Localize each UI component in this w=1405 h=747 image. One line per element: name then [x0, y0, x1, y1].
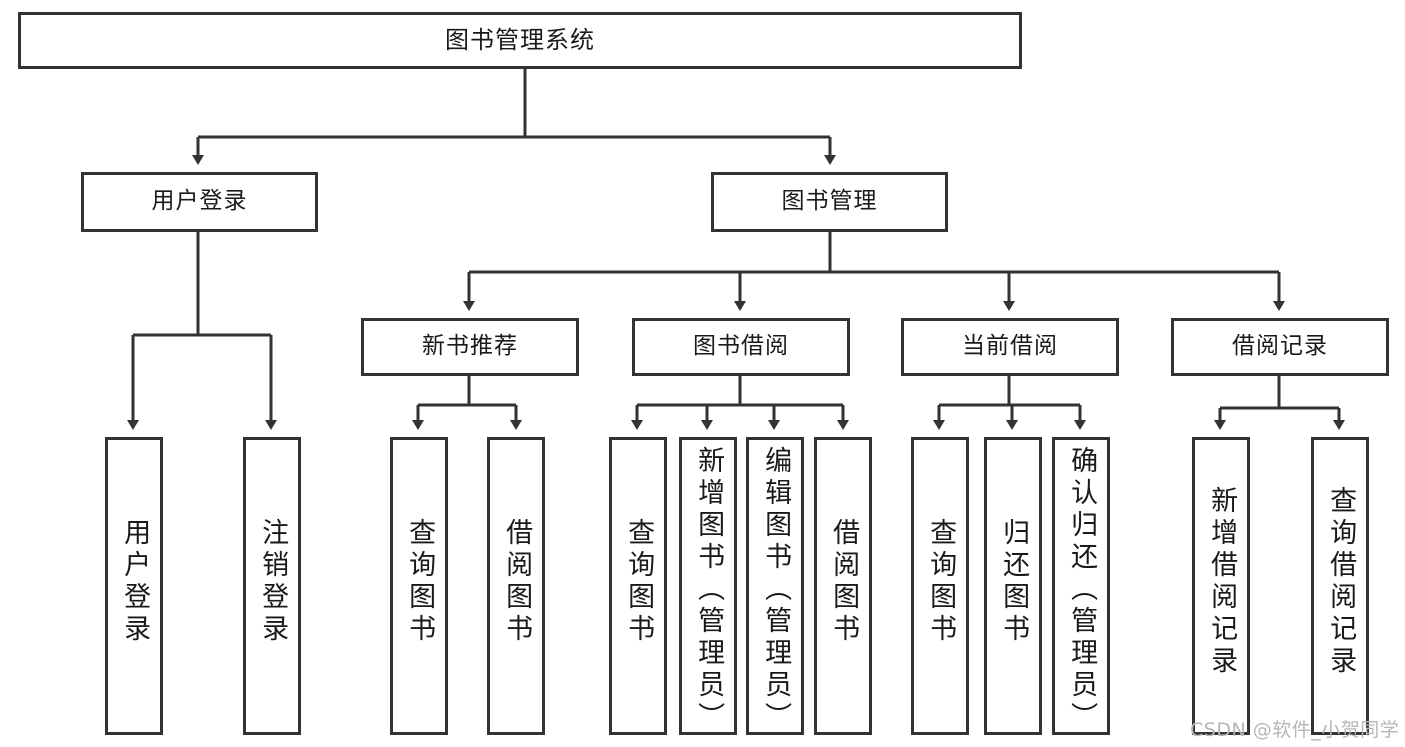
node-leaf-add-book[interactable]: 新增图书（管理员） — [679, 437, 737, 735]
node-label: 查询借阅记录 — [1325, 486, 1357, 678]
node-root-system[interactable]: 图书管理系统 — [18, 12, 1022, 69]
node-leaf-return-book[interactable]: 归还图书 — [984, 437, 1042, 735]
node-label: 归还图书 — [998, 518, 1030, 646]
edge-group-root — [192, 69, 836, 165]
node-label: 图书管理 — [781, 188, 878, 215]
node-leaf-borrow-book-recommend[interactable]: 借阅图书 — [487, 437, 545, 735]
watermark-text: CSDN @软件_小贺同学 — [1190, 719, 1400, 741]
node-label: 借阅图书 — [501, 518, 533, 646]
node-label: 当前借阅 — [962, 333, 1058, 360]
node-current-borrow[interactable]: 当前借阅 — [901, 318, 1119, 376]
edge-group-user-login — [127, 232, 277, 430]
node-leaf-edit-book[interactable]: 编辑图书（管理员） — [746, 437, 804, 735]
edge-group-borrow-record — [1214, 376, 1345, 430]
edge-group-book-manage — [463, 232, 1285, 311]
node-label: 新增借阅记录 — [1206, 486, 1238, 678]
node-label: 借阅图书 — [828, 518, 860, 646]
edge-group-new-book-recommend — [412, 376, 522, 430]
node-leaf-logout-login[interactable]: 注销登录 — [243, 437, 301, 735]
node-book-borrow[interactable]: 图书借阅 — [632, 318, 850, 376]
node-label: 确认归还（管理员） — [1066, 446, 1098, 734]
node-label: 用户登录 — [151, 188, 248, 215]
node-leaf-query-book-recommend[interactable]: 查询图书 — [390, 437, 448, 735]
node-leaf-borrow-book[interactable]: 借阅图书 — [814, 437, 872, 735]
node-label: 新增图书（管理员） — [693, 446, 725, 734]
node-leaf-query-book-current[interactable]: 查询图书 — [911, 437, 969, 735]
node-label: 用户登录 — [119, 518, 151, 646]
node-book-manage[interactable]: 图书管理 — [711, 172, 948, 232]
node-new-book-recommend[interactable]: 新书推荐 — [361, 318, 579, 376]
edge-group-book-borrow — [631, 376, 849, 430]
node-borrow-record[interactable]: 借阅记录 — [1171, 318, 1389, 376]
node-leaf-query-borrow-record[interactable]: 查询借阅记录 — [1311, 437, 1369, 735]
node-label: 图书管理系统 — [445, 26, 595, 55]
node-label: 查询图书 — [925, 518, 957, 646]
node-label: 查询图书 — [404, 518, 436, 646]
edge-group-current-borrow — [933, 376, 1086, 430]
node-label: 编辑图书（管理员） — [760, 446, 792, 734]
node-label: 新书推荐 — [422, 333, 518, 360]
node-leaf-query-book-borrow[interactable]: 查询图书 — [609, 437, 667, 735]
node-label: 图书借阅 — [693, 333, 789, 360]
node-label: 借阅记录 — [1232, 333, 1328, 360]
node-leaf-user-login[interactable]: 用户登录 — [105, 437, 163, 735]
node-leaf-confirm-return[interactable]: 确认归还（管理员） — [1052, 437, 1110, 735]
node-label: 注销登录 — [257, 518, 289, 646]
node-leaf-add-borrow-record[interactable]: 新增借阅记录 — [1192, 437, 1250, 735]
node-label: 查询图书 — [623, 518, 655, 646]
node-user-login[interactable]: 用户登录 — [81, 172, 318, 232]
